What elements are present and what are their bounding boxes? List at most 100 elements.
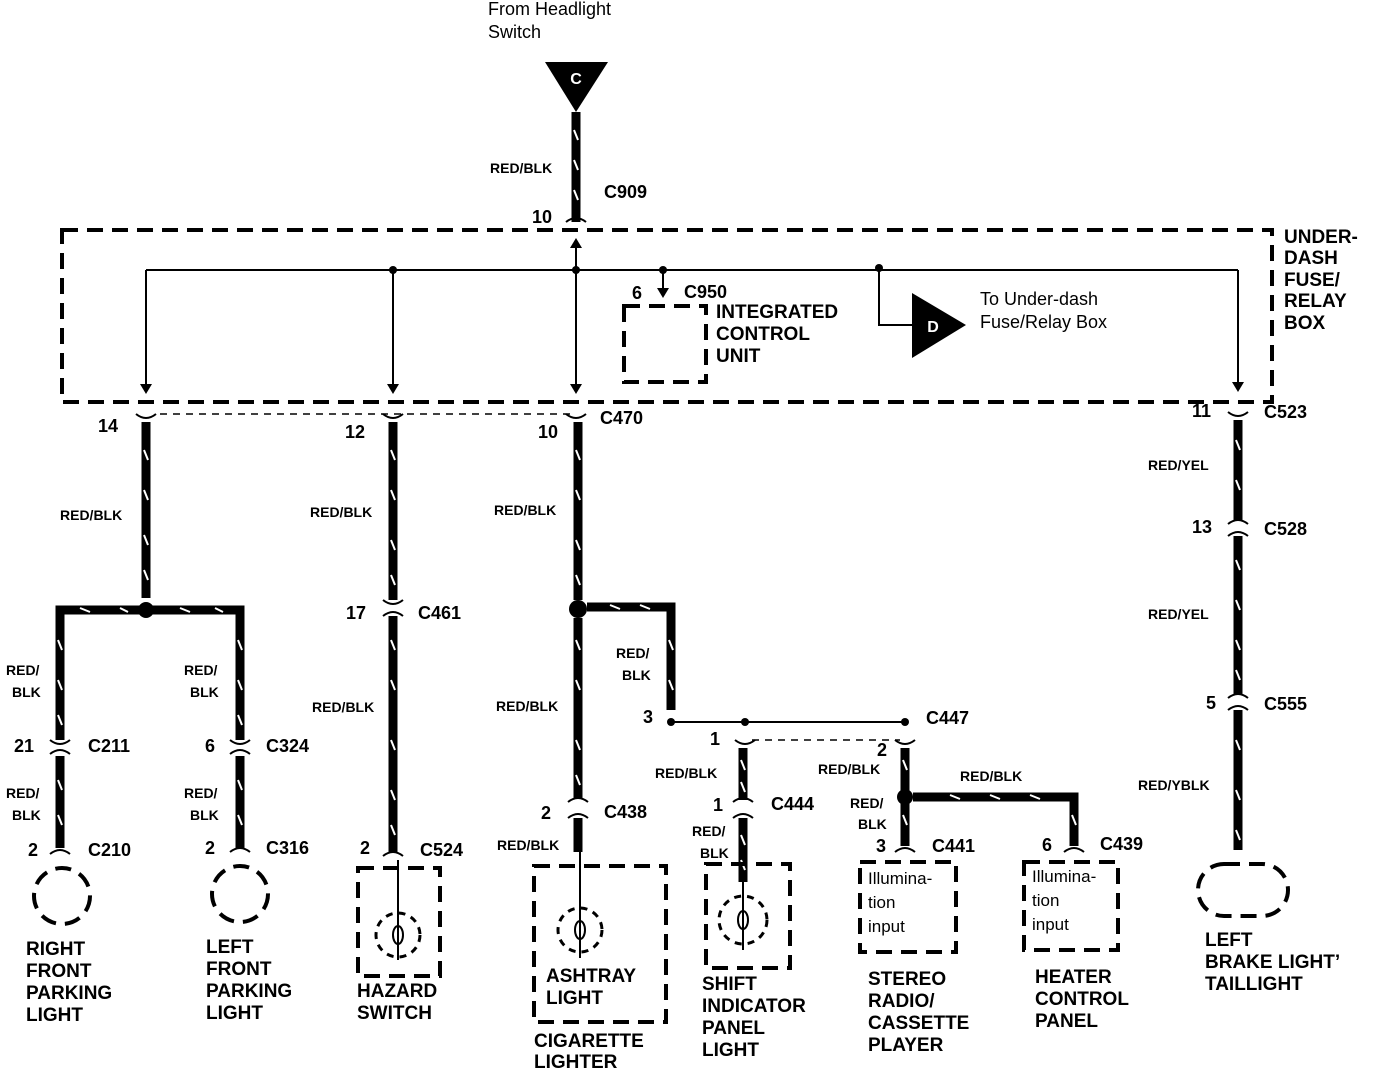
svg-text:Illumina-: Illumina- [868, 869, 932, 888]
icu-box [622, 304, 708, 384]
svg-text:tion: tion [1032, 891, 1059, 910]
connector-c441: C441 [932, 836, 975, 856]
pin-c438: 2 [541, 803, 551, 823]
svg-text:UNIT: UNIT [716, 346, 761, 367]
wire-label-stereo: RED/BLK [818, 761, 880, 777]
svg-text:CASSETTE: CASSETTE [868, 1013, 969, 1034]
wire-label-brake-1: RED/YEL [1148, 457, 1209, 473]
connector-c528: C528 [1264, 519, 1307, 539]
pin-c316: 2 [205, 838, 215, 858]
stereo-box [858, 860, 958, 954]
connector-d-symbol [912, 293, 966, 358]
svg-text:LIGHT: LIGHT [26, 1005, 83, 1026]
svg-text:LIGHT: LIGHT [702, 1040, 759, 1061]
svg-text:SWITCH: SWITCH [357, 1003, 432, 1024]
connector-c447: C447 [926, 708, 969, 728]
connector-c444: C444 [771, 794, 814, 814]
svg-text:input: input [868, 917, 905, 936]
source-text-2: Switch [488, 22, 541, 42]
connector-c461: C461 [418, 603, 461, 623]
connector-c950: C950 [684, 282, 727, 302]
pin-c461: 17 [346, 603, 366, 623]
svg-text:UNDER-: UNDER- [1284, 227, 1358, 248]
shift-indicator-label: SHIFT INDICATOR PANEL LIGHT [702, 974, 806, 1061]
pin-c324: 6 [205, 736, 215, 756]
connector-c211: C211 [88, 736, 130, 756]
source-symbol: C [570, 71, 582, 88]
svg-text:HEATER: HEATER [1035, 967, 1112, 988]
svg-text:PARKING: PARKING [206, 981, 292, 1002]
source-text-1: From Headlight [488, 0, 611, 19]
heater-box [1022, 860, 1120, 952]
svg-text:Illumina-: Illumina- [1032, 867, 1096, 886]
stereo-label: STEREO RADIO/ CASSETTE PLAYER [868, 969, 969, 1056]
wire-label-top: RED/BLK [490, 160, 552, 176]
wire-label-rf-upper: RED/BLK [60, 507, 122, 523]
svg-text:input: input [1032, 915, 1069, 934]
connector-c523: C523 [1264, 402, 1307, 422]
svg-text:tion: tion [868, 893, 895, 912]
svg-text:PARKING: PARKING [26, 983, 112, 1004]
pin-c528: 13 [1192, 517, 1212, 537]
svg-text:LEFT: LEFT [1205, 930, 1253, 951]
source-connector-c [545, 62, 608, 112]
pin-hazard-upper: 12 [345, 422, 365, 442]
connector-c324: C324 [266, 736, 309, 756]
wire-label-ashtray-upper: RED/BLK [494, 502, 556, 518]
svg-text:BOX: BOX [1284, 313, 1326, 334]
svg-text:STEREO: STEREO [868, 969, 946, 990]
pin-c523: 11 [1192, 401, 1211, 421]
svg-text:INTEGRATED: INTEGRATED [716, 302, 838, 323]
svg-text:FRONT: FRONT [26, 961, 92, 982]
heater-box-text: Illumina- tion input [1032, 867, 1096, 934]
ashtray-light-label: ASHTRAY LIGHT [546, 966, 636, 1009]
wire-lf-mid-a: RED/ [184, 662, 218, 678]
wire-label-brake-3: RED/YBLK [1138, 777, 1210, 793]
svg-text:LIGHTER: LIGHTER [534, 1052, 618, 1072]
wire-lf-low-a: RED/ [184, 785, 218, 801]
cigarette-lighter-label: CIGARETTE LIGHTER [534, 1031, 644, 1072]
pin-rf-upper: 14 [98, 416, 118, 436]
left-brake-taillight-bulb [1196, 862, 1290, 918]
underdash-fuse-box [60, 228, 1274, 404]
connector-c470: C470 [600, 408, 643, 428]
wire-label-heater: RED/BLK [960, 768, 1022, 784]
svg-text:BRAKE LIGHT’: BRAKE LIGHT’ [1205, 952, 1340, 973]
wire-label-hazard-lower: RED/BLK [312, 699, 374, 715]
wire-rf-mid-a: RED/ [6, 662, 40, 678]
wire-shift-low-b: BLK [700, 845, 729, 861]
connector-c316: C316 [266, 838, 309, 858]
left-front-parking-light-label: LEFT FRONT PARKING LIGHT [206, 937, 292, 1024]
svg-text:ASHTRAY: ASHTRAY [546, 966, 636, 987]
right-front-parking-light-label: RIGHT FRONT PARKING LIGHT [26, 939, 112, 1026]
svg-text:DASH: DASH [1284, 248, 1338, 269]
svg-text:LIGHT: LIGHT [206, 1003, 263, 1024]
stereo-box-text: Illumina- tion input [868, 869, 932, 936]
wire-label-shift: RED/BLK [655, 765, 717, 781]
heater-label: HEATER CONTROL PANEL [1035, 967, 1129, 1032]
pin-c211: 21 [14, 736, 34, 756]
hazard-switch-label: HAZARD SWITCH [357, 981, 437, 1024]
wire-shift-low-a: RED/ [692, 823, 726, 839]
pin-c555: 5 [1206, 693, 1216, 713]
to-box-text-2: Fuse/Relay Box [980, 312, 1107, 332]
pin-c441: 3 [876, 836, 886, 856]
svg-text:FRONT: FRONT [206, 959, 272, 980]
pin-top: 10 [532, 207, 552, 227]
fuse-box-label: UNDER- DASH FUSE/ RELAY BOX [1284, 227, 1358, 334]
svg-text:PLAYER: PLAYER [868, 1035, 944, 1056]
wire-rf-low-a: RED/ [6, 785, 40, 801]
svg-text:INDICATOR: INDICATOR [702, 996, 806, 1017]
svg-text:HAZARD: HAZARD [357, 981, 437, 1002]
svg-text:CIGARETTE: CIGARETTE [534, 1031, 644, 1052]
wire-branch-b: BLK [622, 667, 651, 683]
wire-label-brake-2: RED/YEL [1148, 606, 1209, 622]
wire-lf-mid-b: BLK [190, 684, 219, 700]
svg-text:SHIFT: SHIFT [702, 974, 757, 995]
wire-rf-low-b: BLK [12, 807, 41, 823]
pin-c524: 2 [360, 838, 370, 858]
left-brake-taillight-label: LEFT BRAKE LIGHT’ TAILLIGHT [1205, 930, 1340, 995]
svg-text:LIGHT: LIGHT [546, 988, 603, 1009]
svg-text:PANEL: PANEL [702, 1018, 765, 1039]
